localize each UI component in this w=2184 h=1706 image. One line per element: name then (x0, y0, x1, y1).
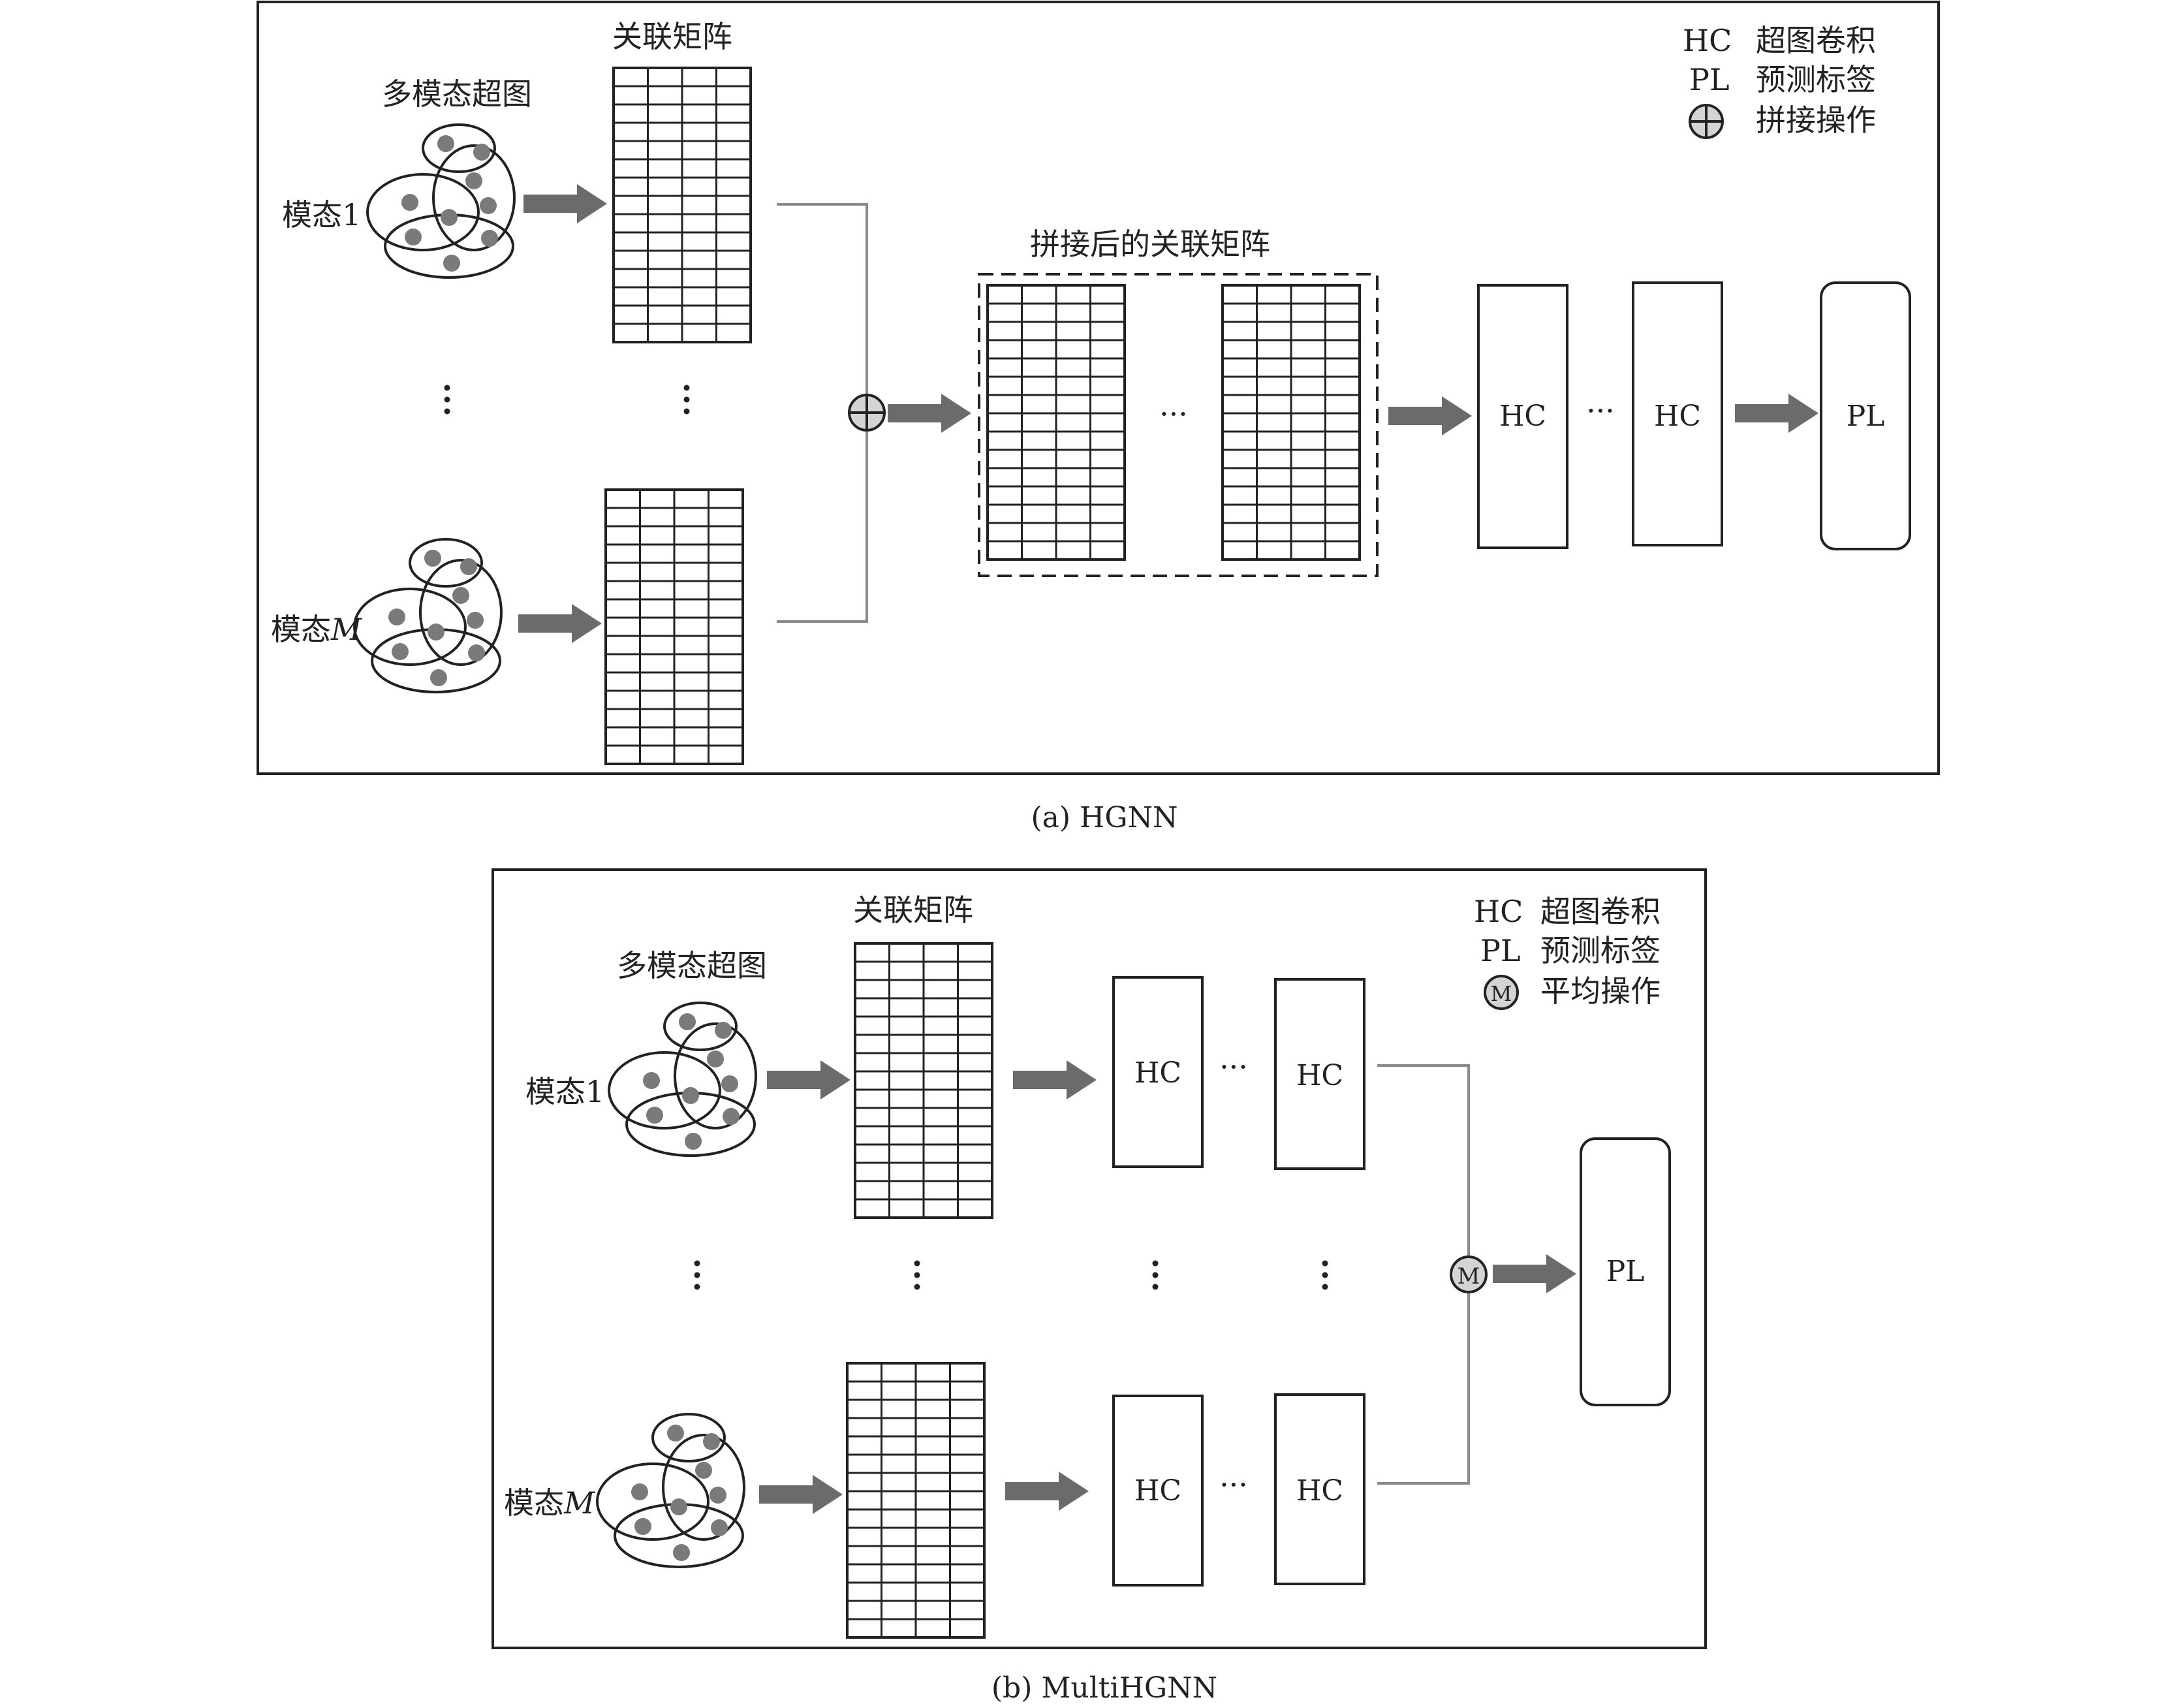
concat-matrix-right (1221, 284, 1361, 561)
modality-1-label: 模态1 (525, 1074, 604, 1109)
svg-text:M: M (1458, 1263, 1480, 1289)
hypergraph-label: 多模态超图 (617, 948, 767, 983)
modality-m-label: 模态M (271, 612, 363, 647)
horizontal-ellipsis: ··· (1159, 396, 1188, 432)
mean-node-icon: M (1450, 1256, 1488, 1293)
panel-a-legend: HC 超图卷积 PL 预测标签 拼接操作 (1683, 23, 1876, 139)
arrow-icon (759, 1475, 843, 1514)
vertical-ellipsis (914, 1260, 920, 1290)
hypergraph-modality-1 (366, 123, 516, 279)
panel-b-legend: HC 超图卷积 PL 预测标签 M 平均操作 (1474, 894, 1661, 1010)
incidence-matrix-modality-m (604, 488, 744, 765)
incidence-matrix-label: 关联矩阵 (612, 19, 732, 54)
caption-b: (b) MultiHGNN (991, 1671, 1217, 1705)
modality-m-label: 模态M (504, 1485, 596, 1521)
panel-a-frame (257, 1, 1940, 775)
concat-node-icon (848, 394, 886, 432)
panel-a-hgnn: HC 超图卷积 PL 预测标签 拼接操作 多模态超图 模态1 关联矩阵 模态M (257, 1, 1940, 775)
concat-matrix-left (986, 284, 1126, 561)
arrow-icon (888, 394, 971, 433)
pl-block (1820, 281, 1911, 550)
hypergraph-modality-m (353, 538, 503, 693)
vertical-ellipsis (683, 385, 690, 415)
legend-hc-key: HC (1474, 894, 1523, 929)
mean-symbol-icon: M (1484, 975, 1519, 1010)
legend-pl-text: 预测标签 (1756, 62, 1876, 97)
concat-matrix-label: 拼接后的关联矩阵 (1030, 227, 1270, 262)
arrow-icon (1735, 394, 1818, 433)
arrow-icon (1013, 1060, 1097, 1099)
concat-matrix-frame (978, 273, 1379, 577)
hc-block-1-label: HC (1134, 1056, 1181, 1090)
hc-block-1 (1477, 284, 1568, 549)
arrow-icon (1493, 1254, 1576, 1293)
pl-block (1580, 1137, 1671, 1406)
hypergraph-label: 多模态超图 (382, 76, 532, 112)
hc-block-3 (1112, 1395, 1204, 1587)
pl-block-label: PL (1606, 1255, 1645, 1288)
arrow-icon (1388, 396, 1472, 435)
pl-block-label: PL (1847, 400, 1885, 433)
hc-block-1 (1112, 976, 1204, 1168)
legend-hc-text: 超图卷积 (1540, 894, 1661, 929)
legend-pl-key: PL (1480, 933, 1521, 968)
caption-a: (a) HGNN (1031, 801, 1178, 834)
hc-block-2-label: HC (1654, 400, 1701, 433)
incidence-matrix-modality-m (846, 1362, 986, 1639)
hc-block-2-label: HC (1296, 1059, 1343, 1092)
hc-block-2 (1274, 978, 1365, 1170)
hc-block-3-label: HC (1134, 1474, 1181, 1508)
modality-1-label: 模态1 (282, 197, 361, 232)
horizontal-ellipsis: ··· (1586, 393, 1615, 428)
hc-block-4 (1274, 1393, 1365, 1585)
hypergraph-modality-m (596, 1413, 745, 1568)
concat-symbol-icon (1689, 104, 1724, 139)
incidence-matrix-modality-1 (854, 942, 993, 1219)
vertical-ellipsis (1322, 1260, 1328, 1290)
legend-hc-text: 超图卷积 (1756, 23, 1876, 58)
vertical-ellipsis (1152, 1260, 1159, 1290)
legend-hc-key: HC (1683, 23, 1732, 58)
legend-mean-text: 平均操作 (1540, 973, 1661, 1009)
horizontal-ellipsis: ··· (1219, 1049, 1248, 1084)
hypergraph-modality-1 (608, 1002, 757, 1157)
hc-block-2 (1632, 281, 1723, 546)
incidence-matrix-modality-1 (612, 67, 752, 343)
arrow-icon (1005, 1472, 1089, 1511)
horizontal-ellipsis: ··· (1219, 1467, 1248, 1502)
svg-text:M: M (1491, 981, 1512, 1006)
legend-pl-text: 预测标签 (1540, 933, 1661, 968)
hc-block-4-label: HC (1296, 1474, 1343, 1508)
legend-concat-text: 拼接操作 (1756, 103, 1876, 138)
panel-b-multihgnn: HC 超图卷积 PL 预测标签 M 平均操作 多模态超图 模态1 关联矩阵 HC… (491, 868, 1707, 1649)
arrow-icon (518, 604, 602, 643)
arrow-icon (767, 1060, 850, 1099)
hc-block-1-label: HC (1499, 400, 1546, 433)
vertical-ellipsis (444, 385, 450, 415)
vertical-ellipsis (694, 1260, 700, 1290)
panel-b-frame (491, 868, 1707, 1649)
legend-pl-key: PL (1689, 62, 1730, 97)
incidence-matrix-label: 关联矩阵 (853, 892, 973, 928)
arrow-icon (523, 184, 607, 223)
